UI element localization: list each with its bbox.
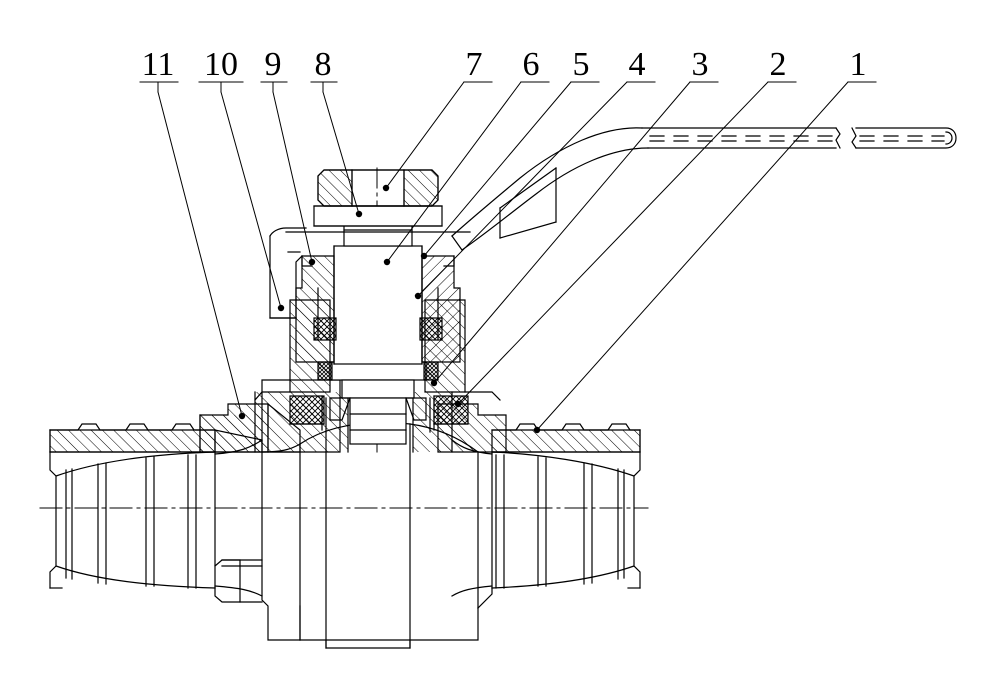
callout-number-6[interactable]: 6 [522, 46, 540, 83]
callout-number-11[interactable]: 11 [141, 46, 175, 83]
hose-barb-left [49, 423, 263, 597]
callout-number-2[interactable]: 2 [769, 46, 787, 83]
callout-number-3[interactable]: 3 [691, 46, 709, 83]
callout-number-10[interactable]: 10 [204, 46, 238, 83]
stem-shoulder [317, 361, 439, 445]
lock-washer [313, 205, 443, 227]
stem-nut [317, 169, 439, 207]
callout-number-7[interactable]: 7 [465, 46, 483, 83]
ball-seat-left [289, 395, 327, 433]
lever-handle [451, 127, 957, 251]
stem-o-ring-right [419, 317, 443, 341]
stop-bracket [269, 227, 307, 319]
ball-seat-right [429, 395, 469, 433]
hose-barb-right [451, 423, 641, 597]
callout-number-5[interactable]: 5 [572, 46, 590, 83]
callout-number-9[interactable]: 9 [264, 46, 282, 83]
stem-o-ring-left [313, 317, 337, 341]
callout-number-8[interactable]: 8 [314, 46, 332, 83]
callout-number-1[interactable]: 1 [849, 46, 867, 83]
leader-lines [139, 81, 877, 434]
callout-number-4[interactable]: 4 [628, 46, 646, 83]
